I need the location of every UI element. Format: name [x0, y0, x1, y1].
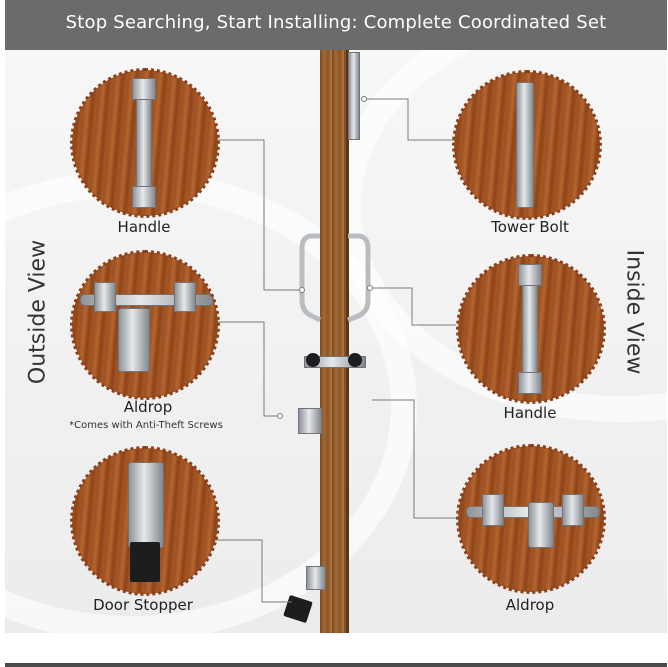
aldrop-bar-icon [80, 294, 214, 306]
label-aldrop-outside: Aldrop [123, 398, 173, 416]
footer-divider [5, 663, 667, 667]
inside-view-heading: Inside View [621, 249, 647, 375]
title-banner: Stop Searching, Start Installing: Comple… [5, 0, 667, 50]
label-tower-bolt: Tower Bolt [491, 218, 569, 236]
tower-bolt-mounted [348, 52, 360, 140]
tower-bolt-icon [516, 82, 534, 208]
aldrop-inside-image [456, 444, 606, 594]
outside-view-heading: Outside View [25, 239, 51, 385]
door-stopper-image [70, 446, 220, 596]
door-edge [346, 50, 349, 633]
handle-plate-bottom [518, 372, 542, 394]
aldrop-knob-right [348, 353, 362, 367]
aldrop-plate-right [562, 494, 584, 526]
handle-plate-top [518, 264, 542, 286]
door-stopper-mounted [306, 566, 326, 590]
door-stopper-rubber-icon [130, 542, 160, 582]
footer-strip [5, 633, 667, 667]
aldrop-knob-left [306, 353, 320, 367]
handle-icon [136, 84, 152, 202]
handle-plate-top [132, 78, 156, 100]
aldrop-hasp-icon [118, 308, 150, 372]
aldrop-cylinder-icon [528, 502, 554, 548]
aldrop-screws-note: *Comes with Anti-Theft Screws [69, 420, 223, 431]
aldrop-plate-left [482, 494, 504, 526]
aldrop-plate-right [174, 282, 196, 312]
label-handle-outside: Handle [117, 218, 171, 236]
label-door-stopper: Door Stopper [93, 596, 193, 614]
banner-title: Stop Searching, Start Installing: Comple… [65, 12, 607, 33]
handle-inside-image [456, 254, 606, 404]
label-handle-inside: Handle [503, 404, 557, 422]
door-stopper-icon [128, 462, 164, 548]
door-slab [320, 50, 348, 633]
handle-icon [522, 270, 538, 388]
handle-outside-image [70, 68, 220, 218]
aldrop-bar-icon [466, 506, 600, 518]
label-aldrop-inside: Aldrop [505, 596, 555, 614]
handle-plate-bottom [132, 186, 156, 208]
tower-bolt-image [452, 70, 602, 220]
aldrop-hasp-mounted [298, 408, 322, 434]
aldrop-plate-left [94, 282, 116, 312]
aldrop-outside-image [70, 250, 220, 400]
